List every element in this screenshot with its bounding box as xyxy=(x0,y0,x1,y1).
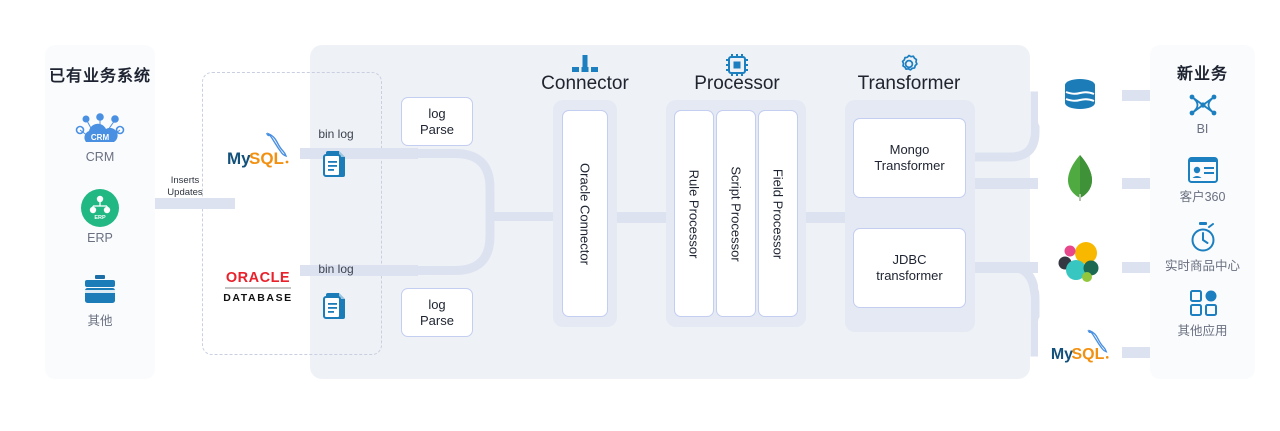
oracle-connector-box[interactable]: Oracle Connector xyxy=(562,110,608,317)
bi-label: BI xyxy=(1196,122,1209,136)
log-parse-box-mysql[interactable]: log Parse xyxy=(401,97,473,146)
mysql-source-card: My SQL xyxy=(215,108,300,193)
rail-transformer-to-elasticsearch xyxy=(972,262,1062,273)
target-elasticsearch-card xyxy=(1038,228,1122,296)
rail-elasticsearch-to-apps xyxy=(1122,262,1162,273)
id-card-icon xyxy=(1188,157,1218,183)
crm-cloud-icon: CRM xyxy=(72,108,128,150)
gear-icon xyxy=(898,54,920,76)
stopwatch-icon xyxy=(1189,222,1217,252)
other-systems-label: 其他 xyxy=(87,314,113,328)
transformer-section-title: Transformer xyxy=(857,73,961,94)
field-processor-box[interactable]: Field Processor xyxy=(758,110,798,317)
svg-text:My: My xyxy=(227,149,251,168)
erp-label: ERP xyxy=(87,231,113,245)
rail-connector-to-processor xyxy=(612,212,682,223)
rail-database-to-apps xyxy=(1122,90,1162,101)
binlog-label-mysql: bin log xyxy=(318,127,354,141)
binlog-label-oracle: bin log xyxy=(318,262,354,276)
field-processor-label: Field Processor xyxy=(770,168,786,259)
mongodb-leaf-logo xyxy=(1068,155,1092,201)
log-parse-label: log Parse xyxy=(420,296,454,328)
log-parse-box-oracle[interactable]: log Parse xyxy=(401,288,473,337)
svg-text:DATABASE: DATABASE xyxy=(223,292,293,304)
script-processor-label: Script Processor xyxy=(728,165,744,262)
bi-network-icon xyxy=(1188,92,1218,120)
existing-systems-title: 已有业务系统 xyxy=(48,68,151,85)
mysql-logo: My SQL xyxy=(227,131,288,168)
inserts-updates-label: Inserts Updates xyxy=(167,175,203,198)
apps-grid-icon xyxy=(1190,290,1218,316)
rail-inserts-updates xyxy=(155,198,235,209)
plug-connector-icon xyxy=(572,55,598,75)
svg-text:My: My xyxy=(1051,346,1073,363)
oracle-connector-label: Oracle Connector xyxy=(577,162,593,265)
target-mysql-card: My SQL xyxy=(1038,313,1122,381)
jdbc-transformer-label: JDBC transformer xyxy=(876,252,943,283)
script-processor-box[interactable]: Script Processor xyxy=(716,110,756,317)
log-parse-label: log Parse xyxy=(420,105,454,137)
rail-oracle-binlog xyxy=(268,265,418,276)
rail-transformer-to-mongodb xyxy=(972,178,1062,189)
connector-section-title: Connector xyxy=(541,73,629,94)
source-capture-dashed-box xyxy=(202,72,382,355)
svg-text:CRM: CRM xyxy=(91,133,110,142)
mongo-transformer-label: Mongo Transformer xyxy=(874,142,945,173)
mongo-transformer-box[interactable]: Mongo Transformer xyxy=(853,118,966,198)
target-mongodb-card xyxy=(1038,144,1122,212)
svg-text:SQL: SQL xyxy=(249,149,284,168)
binlog-document-icon-oracle xyxy=(320,290,350,322)
briefcase-icon xyxy=(83,275,117,307)
new-business-panel xyxy=(1150,45,1255,379)
crm-label: CRM xyxy=(85,150,115,164)
svg-text:ERP: ERP xyxy=(94,215,106,221)
database-cylinder-icon xyxy=(1065,79,1095,109)
rail-mongodb-to-apps xyxy=(1122,178,1162,189)
rail-mysql-to-apps xyxy=(1122,347,1162,358)
target-database-card xyxy=(1038,62,1122,130)
rule-processor-box[interactable]: Rule Processor xyxy=(674,110,714,317)
svg-text:ORACLE: ORACLE xyxy=(225,270,289,286)
rail-mysql-binlog xyxy=(268,148,418,159)
customer360-label: 客户360 xyxy=(1179,190,1226,204)
elasticsearch-logo xyxy=(1058,242,1099,282)
rail-processor-to-transformer xyxy=(800,212,860,223)
rule-processor-label: Rule Processor xyxy=(686,169,702,258)
cpu-chip-icon xyxy=(726,54,748,76)
new-business-title: 新业务 xyxy=(1176,66,1228,83)
oracle-source-card: ORACLE DATABASE xyxy=(215,243,300,328)
processor-section-title: Processor xyxy=(694,73,780,94)
binlog-document-icon-mysql xyxy=(320,148,350,180)
oracle-database-logo: ORACLE DATABASE xyxy=(223,270,293,304)
other-apps-label: 其他应用 xyxy=(1177,324,1228,338)
svg-text:SQL: SQL xyxy=(1072,346,1105,363)
realtime-product-center-label: 实时商品中心 xyxy=(1164,259,1240,273)
erp-circle-icon: ERP xyxy=(81,189,119,227)
jdbc-transformer-box[interactable]: JDBC transformer xyxy=(853,228,966,308)
mysql-logo: My SQL xyxy=(1051,329,1109,363)
